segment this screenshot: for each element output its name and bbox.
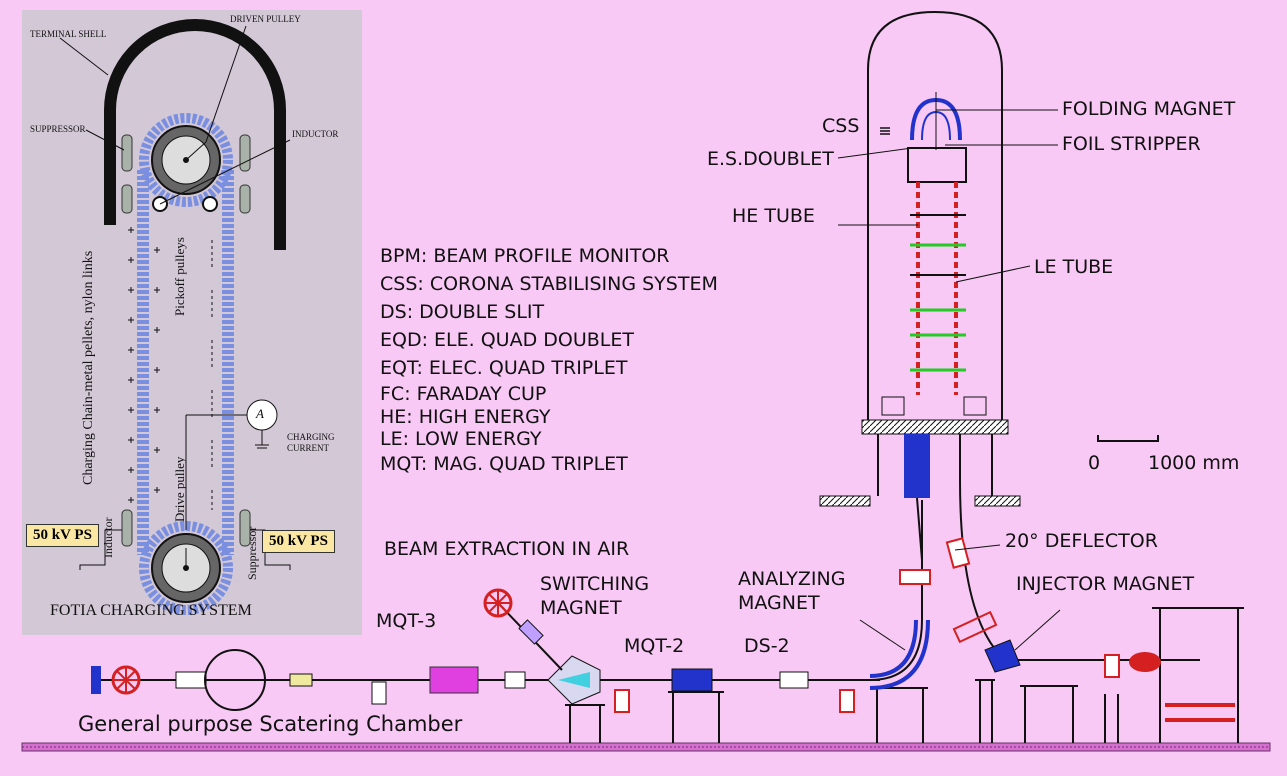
- pickoff-pulleys: [152, 196, 218, 212]
- suppressor-label: SUPPRESSOR: [30, 124, 86, 134]
- scale-zero: 0: [1088, 452, 1101, 474]
- accelerator-tank: [819, 10, 1021, 507]
- charging-callouts: [59, 25, 291, 205]
- legend-item: BPM: BEAM PROFILE MONITOR: [380, 245, 670, 267]
- suppressor-bottom-label: Suppressor: [245, 526, 259, 580]
- mqt2-magnet: [671, 668, 713, 692]
- driven-pulley-label: DRIVEN PULLEY: [230, 14, 301, 24]
- beam-extraction-arm: [483, 588, 563, 671]
- terminal-shell: [104, 19, 286, 250]
- deflector-label: 20° DEFLECTOR: [1005, 530, 1158, 552]
- legend-item: HE: HIGH ENERGY: [380, 406, 551, 428]
- charging-current-meter: [185, 399, 278, 530]
- switching-magnet-label: SWITCHING MAGNET: [540, 573, 650, 619]
- scattering-chamber-label: General purpose Scatering Chamber: [78, 712, 463, 736]
- mqt2-label: MQT-2: [624, 635, 685, 657]
- legend-item: EQT: ELEC. QUAD TRIPLET: [380, 357, 628, 379]
- mqt3-magnet: [429, 666, 479, 694]
- pump-port: [289, 673, 313, 687]
- valve-left: [175, 671, 207, 689]
- legend-item: CSS: CORONA STABILISING SYSTEM: [380, 273, 718, 295]
- injector-magnet-label: INJECTOR MAGNET: [1016, 573, 1195, 595]
- chain-label: Charging Chain-metal pellets, nylon link…: [81, 250, 96, 485]
- ds2-label: DS-2: [744, 635, 790, 657]
- acceleration-tubes: [910, 182, 966, 395]
- charge-plus-signs: [128, 227, 213, 510]
- ps-right: 50 kV PS: [262, 530, 335, 553]
- inductor-label: INDUCTOR: [292, 129, 339, 139]
- mqt3-label: MQT-3: [376, 610, 437, 632]
- eqt-magnet: [904, 434, 930, 498]
- beam-extraction-label: BEAM EXTRACTION IN AIR: [384, 538, 630, 560]
- legend-item: FC: FARADAY CUP: [380, 383, 547, 405]
- le-tube-label: LE TUBE: [1034, 256, 1114, 278]
- abbreviation-legend: BPM: BEAM PROFILE MONITOR CSS: CORONA ST…: [380, 242, 718, 478]
- drive-pulley-label: Drive pulley: [172, 456, 187, 522]
- scale-bar: [1097, 435, 1159, 442]
- scattering-chamber: [204, 649, 266, 711]
- pump: [371, 681, 387, 705]
- injector-line: [899, 479, 1235, 722]
- folding-magnet: [910, 92, 962, 150]
- ps-left: 50 kV PS: [26, 524, 99, 547]
- tank-callouts: [837, 109, 1058, 283]
- charging-chain: [137, 113, 234, 615]
- suppressor-inductor-plates: [121, 134, 251, 547]
- driven-pulley: [151, 125, 221, 195]
- stands: [565, 607, 1244, 743]
- folding-magnet-label: FOLDING MAGNET: [1062, 98, 1236, 120]
- faraday-cup: [91, 666, 101, 694]
- scale-value: 1000 mm: [1148, 452, 1240, 474]
- legend-item: LE: LOW ENERGY: [380, 428, 542, 450]
- double-slit: [779, 671, 809, 689]
- ps-wiring: [79, 529, 291, 570]
- foil-stripper-label: FOIL STRIPPER: [1062, 133, 1201, 155]
- charging-system-caption: FOTIA CHARGING SYSTEM: [50, 602, 252, 619]
- ammeter-symbol: A: [256, 406, 264, 421]
- pickoff-pulleys-label: Pickoff pulleys: [172, 237, 187, 316]
- charging-current-label: CHARGING CURRENT: [287, 432, 335, 453]
- inductor-bottom-label: Inductor: [101, 517, 115, 558]
- bpm-left: [111, 665, 141, 695]
- legend-item: DS: DOUBLE SLIT: [380, 301, 545, 323]
- drive-pulley: [151, 533, 221, 603]
- analyzing-magnet: [869, 500, 930, 690]
- analyzing-magnet-label: ANALYZING MAGNET: [738, 568, 846, 614]
- legend-item: EQD: ELE. QUAD DOUBLET: [380, 329, 634, 351]
- he-tube-label: HE TUBE: [732, 205, 815, 227]
- legend-item: MQT: MAG. QUAD TRIPLET: [380, 453, 628, 475]
- css-label: CSS: [822, 115, 860, 137]
- terminal-shell-label: TERMINAL SHELL: [30, 29, 107, 39]
- terminal-box: [907, 147, 967, 183]
- es-doublet-label: E.S.DOUBLET: [707, 148, 834, 170]
